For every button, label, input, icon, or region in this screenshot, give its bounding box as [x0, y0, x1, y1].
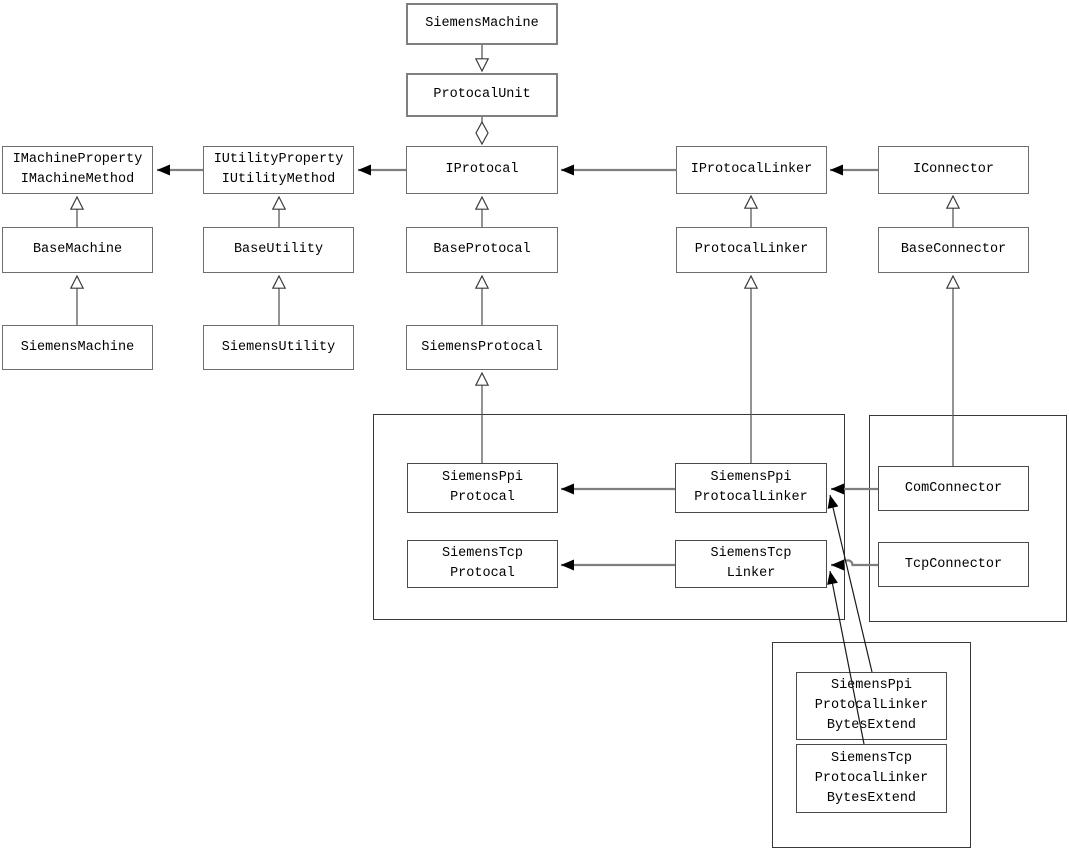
- class-box-tcpconnector: TcpConnector: [878, 542, 1029, 587]
- class-box-baseutility: BaseUtility: [203, 227, 354, 273]
- class-label: BaseConnector: [900, 242, 1007, 257]
- class-label: SiemensMachine: [20, 339, 135, 355]
- class-box-siemensmachine-top: SiemensMachine: [406, 3, 558, 45]
- class-label: SiemensPpi ProtocalLinker BytesExtend: [814, 678, 929, 733]
- group-siemens-protocal-linker-frame: [373, 414, 845, 620]
- class-label: SiemensTcp Linker: [710, 546, 792, 581]
- class-box-siemensppiprotocallinker: SiemensPpi ProtocalLinker: [675, 463, 827, 513]
- class-label: TcpConnector: [904, 556, 1003, 572]
- class-box-siemenstcpprotocallinkerbytesextend: SiemensTcp ProtocalLinker BytesExtend: [796, 744, 947, 813]
- class-label: ProtocalLinker: [694, 242, 809, 257]
- class-label: BaseProtocal: [433, 242, 531, 257]
- class-box-siemensmachine: SiemensMachine: [2, 325, 153, 370]
- class-box-siemenstcplinker: SiemensTcp Linker: [675, 540, 827, 588]
- class-box-iprotocal: IProtocal: [406, 146, 558, 194]
- class-label: SiemensUtility: [221, 339, 336, 355]
- class-label: IMachineProperty IMachineMethod: [12, 152, 143, 187]
- class-box-basemachine: BaseMachine: [2, 227, 153, 273]
- class-box-siemensppiprotocal: SiemensPpi Protocal: [407, 463, 558, 513]
- class-label: SiemensPpi Protocal: [441, 470, 523, 505]
- class-label: SiemensMachine: [425, 16, 539, 31]
- class-box-baseconnector: BaseConnector: [878, 227, 1029, 273]
- class-box-siemensutility: SiemensUtility: [203, 325, 354, 370]
- class-label: SiemensProtocal: [421, 339, 543, 355]
- class-label: IUtilityProperty IUtilityMethod: [213, 152, 344, 187]
- class-box-iprotocallinker: IProtocalLinker: [676, 146, 827, 194]
- class-label: ProtocalUnit: [433, 87, 531, 102]
- class-box-siemensppiprotocallinkerbytesextend: SiemensPpi ProtocalLinker BytesExtend: [796, 672, 947, 740]
- class-box-baseprotocal: BaseProtocal: [406, 227, 558, 273]
- group-connectors-frame: [869, 415, 1067, 622]
- class-box-comconnector: ComConnector: [878, 466, 1029, 511]
- class-label: SiemensTcp Protocal: [441, 546, 523, 581]
- class-label: IConnector: [912, 162, 994, 177]
- class-label: SiemensTcp ProtocalLinker BytesExtend: [814, 750, 929, 806]
- class-box-iconnector: IConnector: [878, 146, 1029, 194]
- class-box-siemenstcpprotocal: SiemensTcp Protocal: [407, 540, 558, 588]
- class-label: SiemensPpi ProtocalLinker: [694, 470, 808, 505]
- class-label: ComConnector: [904, 480, 1003, 496]
- class-box-protocallinker: ProtocalLinker: [676, 227, 827, 273]
- class-label: IProtocal: [445, 162, 519, 177]
- class-box-iutilityproperty-iutilitymethod: IUtilityProperty IUtilityMethod: [203, 146, 354, 194]
- class-box-protocalunit: ProtocalUnit: [406, 73, 558, 117]
- class-label: BaseMachine: [32, 242, 123, 257]
- class-box-imachineproperty-imachinemethod: IMachineProperty IMachineMethod: [2, 146, 153, 194]
- class-box-siemensprotocal: SiemensProtocal: [406, 325, 558, 370]
- class-label: BaseUtility: [233, 242, 324, 257]
- class-label: IProtocalLinker: [690, 162, 813, 177]
